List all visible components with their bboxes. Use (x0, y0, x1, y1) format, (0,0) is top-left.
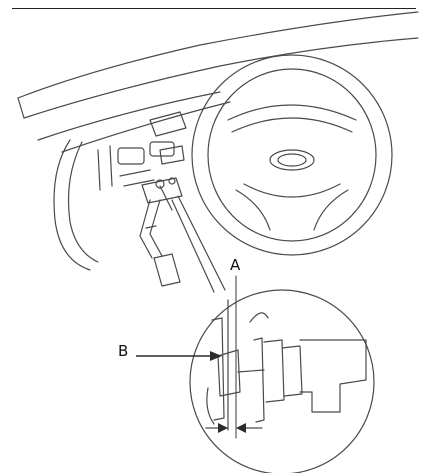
leader-line (171, 195, 226, 293)
header-rule (12, 8, 416, 9)
dashboard-outline (17, 11, 419, 153)
callout-label-a: A (230, 256, 241, 274)
steering-wheel (191, 54, 393, 256)
brake-pedal (139, 177, 183, 287)
callout-label-b: B (118, 342, 129, 360)
arrowheads (210, 351, 246, 433)
instrument-panel (53, 111, 187, 271)
detail-circle (189, 275, 375, 473)
